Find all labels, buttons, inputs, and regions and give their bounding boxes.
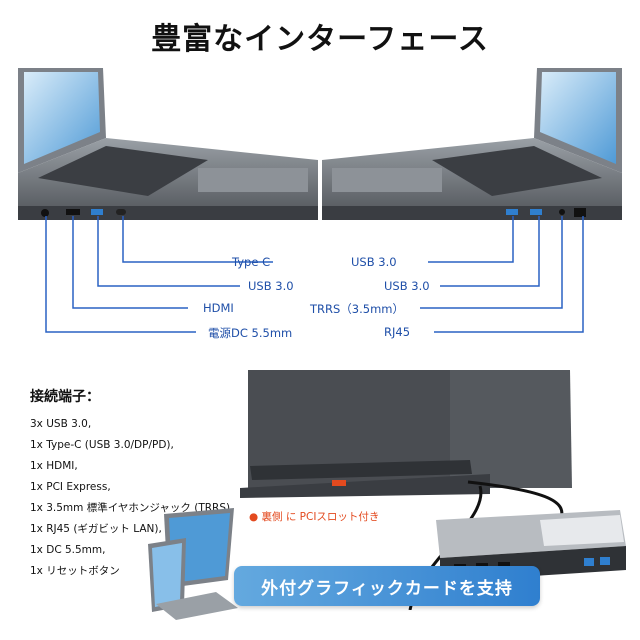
- spec-item: 1x リセットボタン: [30, 565, 120, 577]
- port-label-usb: USB 3.0: [248, 279, 294, 293]
- port-label-trrs: TRRS（3.5mm）: [310, 302, 404, 316]
- pci-slot-note: ● 裏側 に PCIスロット付き: [249, 509, 379, 524]
- bullet-icon: ●: [249, 511, 262, 523]
- spec-item: 1x RJ45 (ギガビット LAN),: [30, 523, 162, 535]
- egpu-support-banner: 外付グラフィックカードを支持: [234, 566, 540, 606]
- port-label-dc: 電源DC 5.5mm: [208, 326, 293, 340]
- spec-item: 1x PCI Express,: [30, 481, 111, 493]
- port-label-rj45: RJ45: [384, 325, 411, 339]
- spec-item: 1x Type-C (USB 3.0/DP/PD),: [30, 439, 174, 451]
- port-label-usb: USB 3.0: [384, 279, 430, 293]
- spec-item: 3x USB 3.0,: [30, 418, 92, 430]
- page-title: 豊富なインターフェース: [151, 22, 489, 57]
- laptop-ports-photo: [18, 68, 622, 220]
- egpu-dock-photo: [240, 370, 626, 610]
- port-label-usb: USB 3.0: [351, 255, 397, 269]
- spec-item: 1x DC 5.5mm,: [30, 544, 106, 556]
- spec-item: 1x 3.5mm 標準イヤホンジャック (TRRS): [30, 502, 231, 514]
- port-label-hdmi: HDMI: [203, 301, 234, 315]
- pci-note-text: 裏側 に PCIスロット付き: [261, 511, 380, 523]
- port-label-type-c: Type C: [232, 255, 271, 269]
- spec-item: 1x HDMI,: [30, 460, 78, 472]
- dual-screen-laptop-illustration: [148, 508, 238, 620]
- spec-list: 接続端子： 3x USB 3.0, 1x Type-C (USB 3.0/DP/…: [30, 386, 260, 582]
- spec-title: 接続端子：: [30, 389, 100, 405]
